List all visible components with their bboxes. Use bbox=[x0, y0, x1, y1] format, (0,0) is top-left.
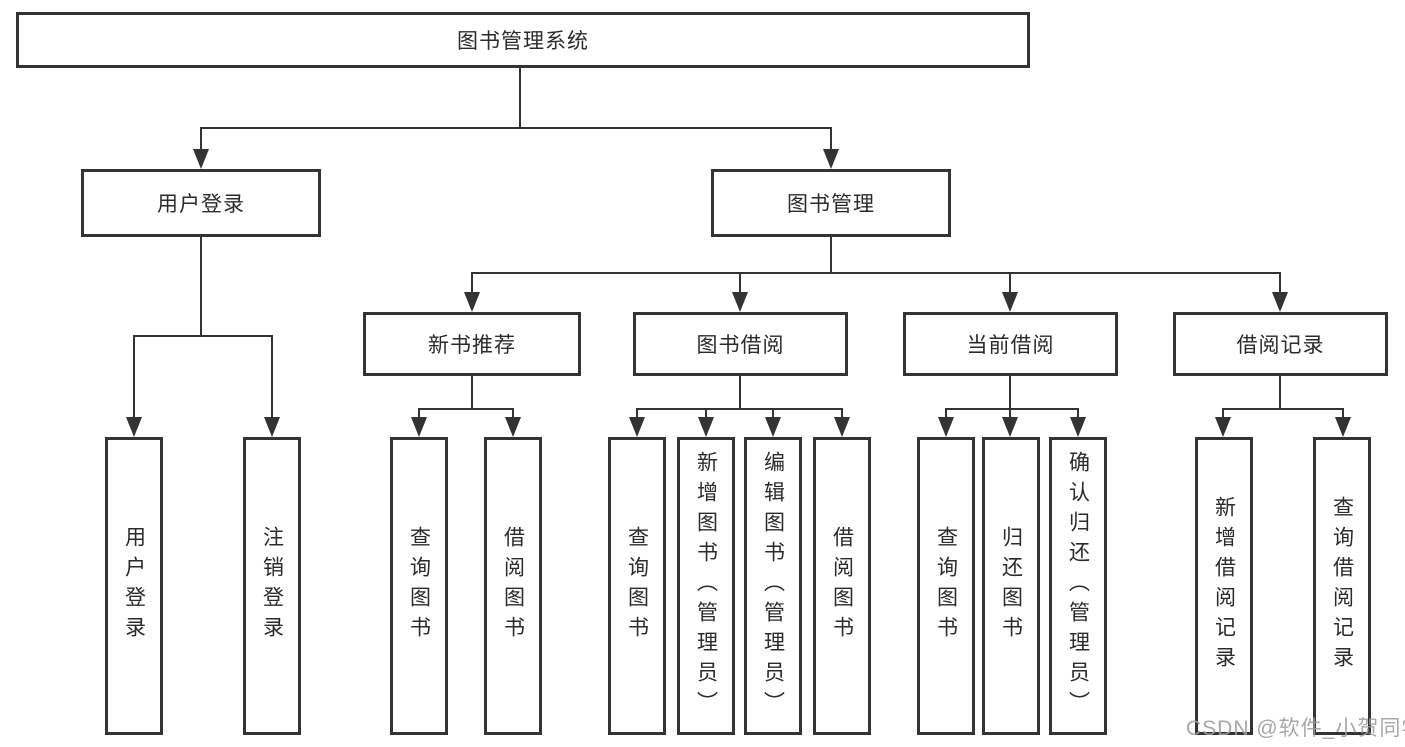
node-borrow-record: 借阅记录 bbox=[1173, 312, 1388, 376]
leaf-current-return-label: 归还图书 bbox=[999, 526, 1023, 646]
connector-line bbox=[945, 408, 1079, 410]
arrowhead bbox=[1070, 417, 1086, 437]
connector-line bbox=[1222, 408, 1224, 419]
leaf-current-confirm: 确认归还（管理员） bbox=[1049, 437, 1107, 735]
node-current-borrow-label: 当前借阅 bbox=[966, 334, 1055, 357]
arrowhead bbox=[938, 417, 954, 437]
connector-line bbox=[1279, 376, 1281, 410]
node-new-book-rec: 新书推荐 bbox=[363, 312, 581, 376]
leaf-newbook-query: 查询图书 bbox=[390, 437, 448, 735]
connector-line bbox=[739, 376, 741, 410]
connector-line bbox=[636, 408, 843, 410]
leaf-borrow-edit: 编辑图书（管理员） bbox=[744, 437, 802, 735]
leaf-logout: 注销登录 bbox=[243, 437, 301, 735]
arrowhead bbox=[1335, 417, 1351, 437]
connector-line bbox=[830, 237, 832, 274]
arrowhead bbox=[1002, 417, 1018, 437]
node-root-label: 图书管理系统 bbox=[457, 30, 589, 53]
connector-line bbox=[519, 68, 521, 129]
node-book-mgmt: 图书管理 bbox=[711, 169, 951, 237]
connector-line bbox=[512, 408, 514, 419]
connector-line bbox=[1009, 376, 1011, 410]
arrowhead bbox=[1272, 292, 1288, 312]
leaf-current-return: 归还图书 bbox=[982, 437, 1040, 735]
arrowhead bbox=[765, 417, 781, 437]
arrowhead bbox=[834, 417, 850, 437]
leaf-borrow-query: 查询图书 bbox=[608, 437, 666, 735]
csdn-watermark: CSDN @软件_小贺同学 bbox=[1186, 717, 1405, 740]
node-book-borrow: 图书借阅 bbox=[633, 312, 848, 376]
connector-line bbox=[1009, 408, 1011, 419]
leaf-borrow-borrow-label: 借阅图书 bbox=[830, 526, 854, 646]
leaf-newbook-borrow: 借阅图书 bbox=[484, 437, 542, 735]
arrowhead bbox=[464, 292, 480, 312]
leaf-user-login: 用户登录 bbox=[105, 437, 163, 735]
leaf-record-query: 查询借阅记录 bbox=[1313, 437, 1371, 735]
connector-line bbox=[271, 335, 273, 419]
connector-line bbox=[418, 408, 420, 419]
arrowhead bbox=[732, 292, 748, 312]
node-book-mgmt-label: 图书管理 bbox=[787, 193, 875, 216]
connector-line bbox=[739, 272, 741, 294]
leaf-record-add-label: 新增借阅记录 bbox=[1212, 496, 1236, 676]
leaf-user-login-label: 用户登录 bbox=[122, 526, 146, 646]
leaf-record-query-label: 查询借阅记录 bbox=[1330, 496, 1354, 676]
connector-line bbox=[200, 237, 202, 337]
arrowhead bbox=[126, 417, 142, 437]
connector-line bbox=[841, 408, 843, 419]
node-user-login: 用户登录 bbox=[81, 169, 321, 237]
arrowhead bbox=[264, 417, 280, 437]
node-book-borrow-label: 图书借阅 bbox=[696, 334, 785, 357]
node-root: 图书管理系统 bbox=[16, 12, 1030, 68]
leaf-borrow-edit-label: 编辑图书（管理员） bbox=[761, 451, 785, 721]
arrowhead bbox=[411, 417, 427, 437]
arrowhead bbox=[823, 149, 839, 169]
leaf-newbook-query-label: 查询图书 bbox=[407, 526, 431, 646]
leaf-newbook-borrow-label: 借阅图书 bbox=[501, 526, 525, 646]
connector-line bbox=[1279, 272, 1281, 294]
leaf-current-confirm-label: 确认归还（管理员） bbox=[1066, 451, 1090, 721]
arrowhead bbox=[698, 417, 714, 437]
arrowhead bbox=[505, 417, 521, 437]
leaf-borrow-query-label: 查询图书 bbox=[625, 526, 649, 646]
connector-line bbox=[636, 408, 638, 419]
node-new-book-rec-label: 新书推荐 bbox=[428, 334, 516, 357]
connector-line bbox=[200, 127, 202, 151]
connector-line bbox=[471, 376, 473, 410]
connector-line bbox=[1222, 408, 1344, 410]
connector-line bbox=[1009, 272, 1011, 294]
connector-line bbox=[471, 272, 473, 294]
connector-line bbox=[133, 335, 273, 337]
connector-line bbox=[945, 408, 947, 419]
leaf-current-query: 查询图书 bbox=[917, 437, 975, 735]
connector-line bbox=[133, 335, 135, 419]
connector-line bbox=[418, 408, 514, 410]
leaf-current-query-label: 查询图书 bbox=[934, 526, 958, 646]
arrowhead bbox=[1215, 417, 1231, 437]
node-user-login-label: 用户登录 bbox=[157, 193, 245, 216]
leaf-logout-label: 注销登录 bbox=[260, 526, 284, 646]
connector-line bbox=[200, 127, 832, 129]
leaf-borrow-borrow: 借阅图书 bbox=[813, 437, 871, 735]
connector-line bbox=[772, 408, 774, 419]
arrowhead bbox=[1002, 292, 1018, 312]
node-current-borrow: 当前借阅 bbox=[903, 312, 1118, 376]
arrowhead bbox=[629, 417, 645, 437]
connector-line bbox=[1342, 408, 1344, 419]
leaf-borrow-add-label: 新增图书（管理员） bbox=[694, 451, 718, 721]
arrowhead bbox=[193, 149, 209, 169]
connector-line bbox=[830, 127, 832, 151]
node-borrow-record-label: 借阅记录 bbox=[1236, 334, 1325, 357]
connector-line bbox=[1077, 408, 1079, 419]
leaf-borrow-add: 新增图书（管理员） bbox=[677, 437, 735, 735]
connector-line bbox=[471, 272, 1281, 274]
leaf-record-add: 新增借阅记录 bbox=[1195, 437, 1253, 735]
connector-line bbox=[705, 408, 707, 419]
